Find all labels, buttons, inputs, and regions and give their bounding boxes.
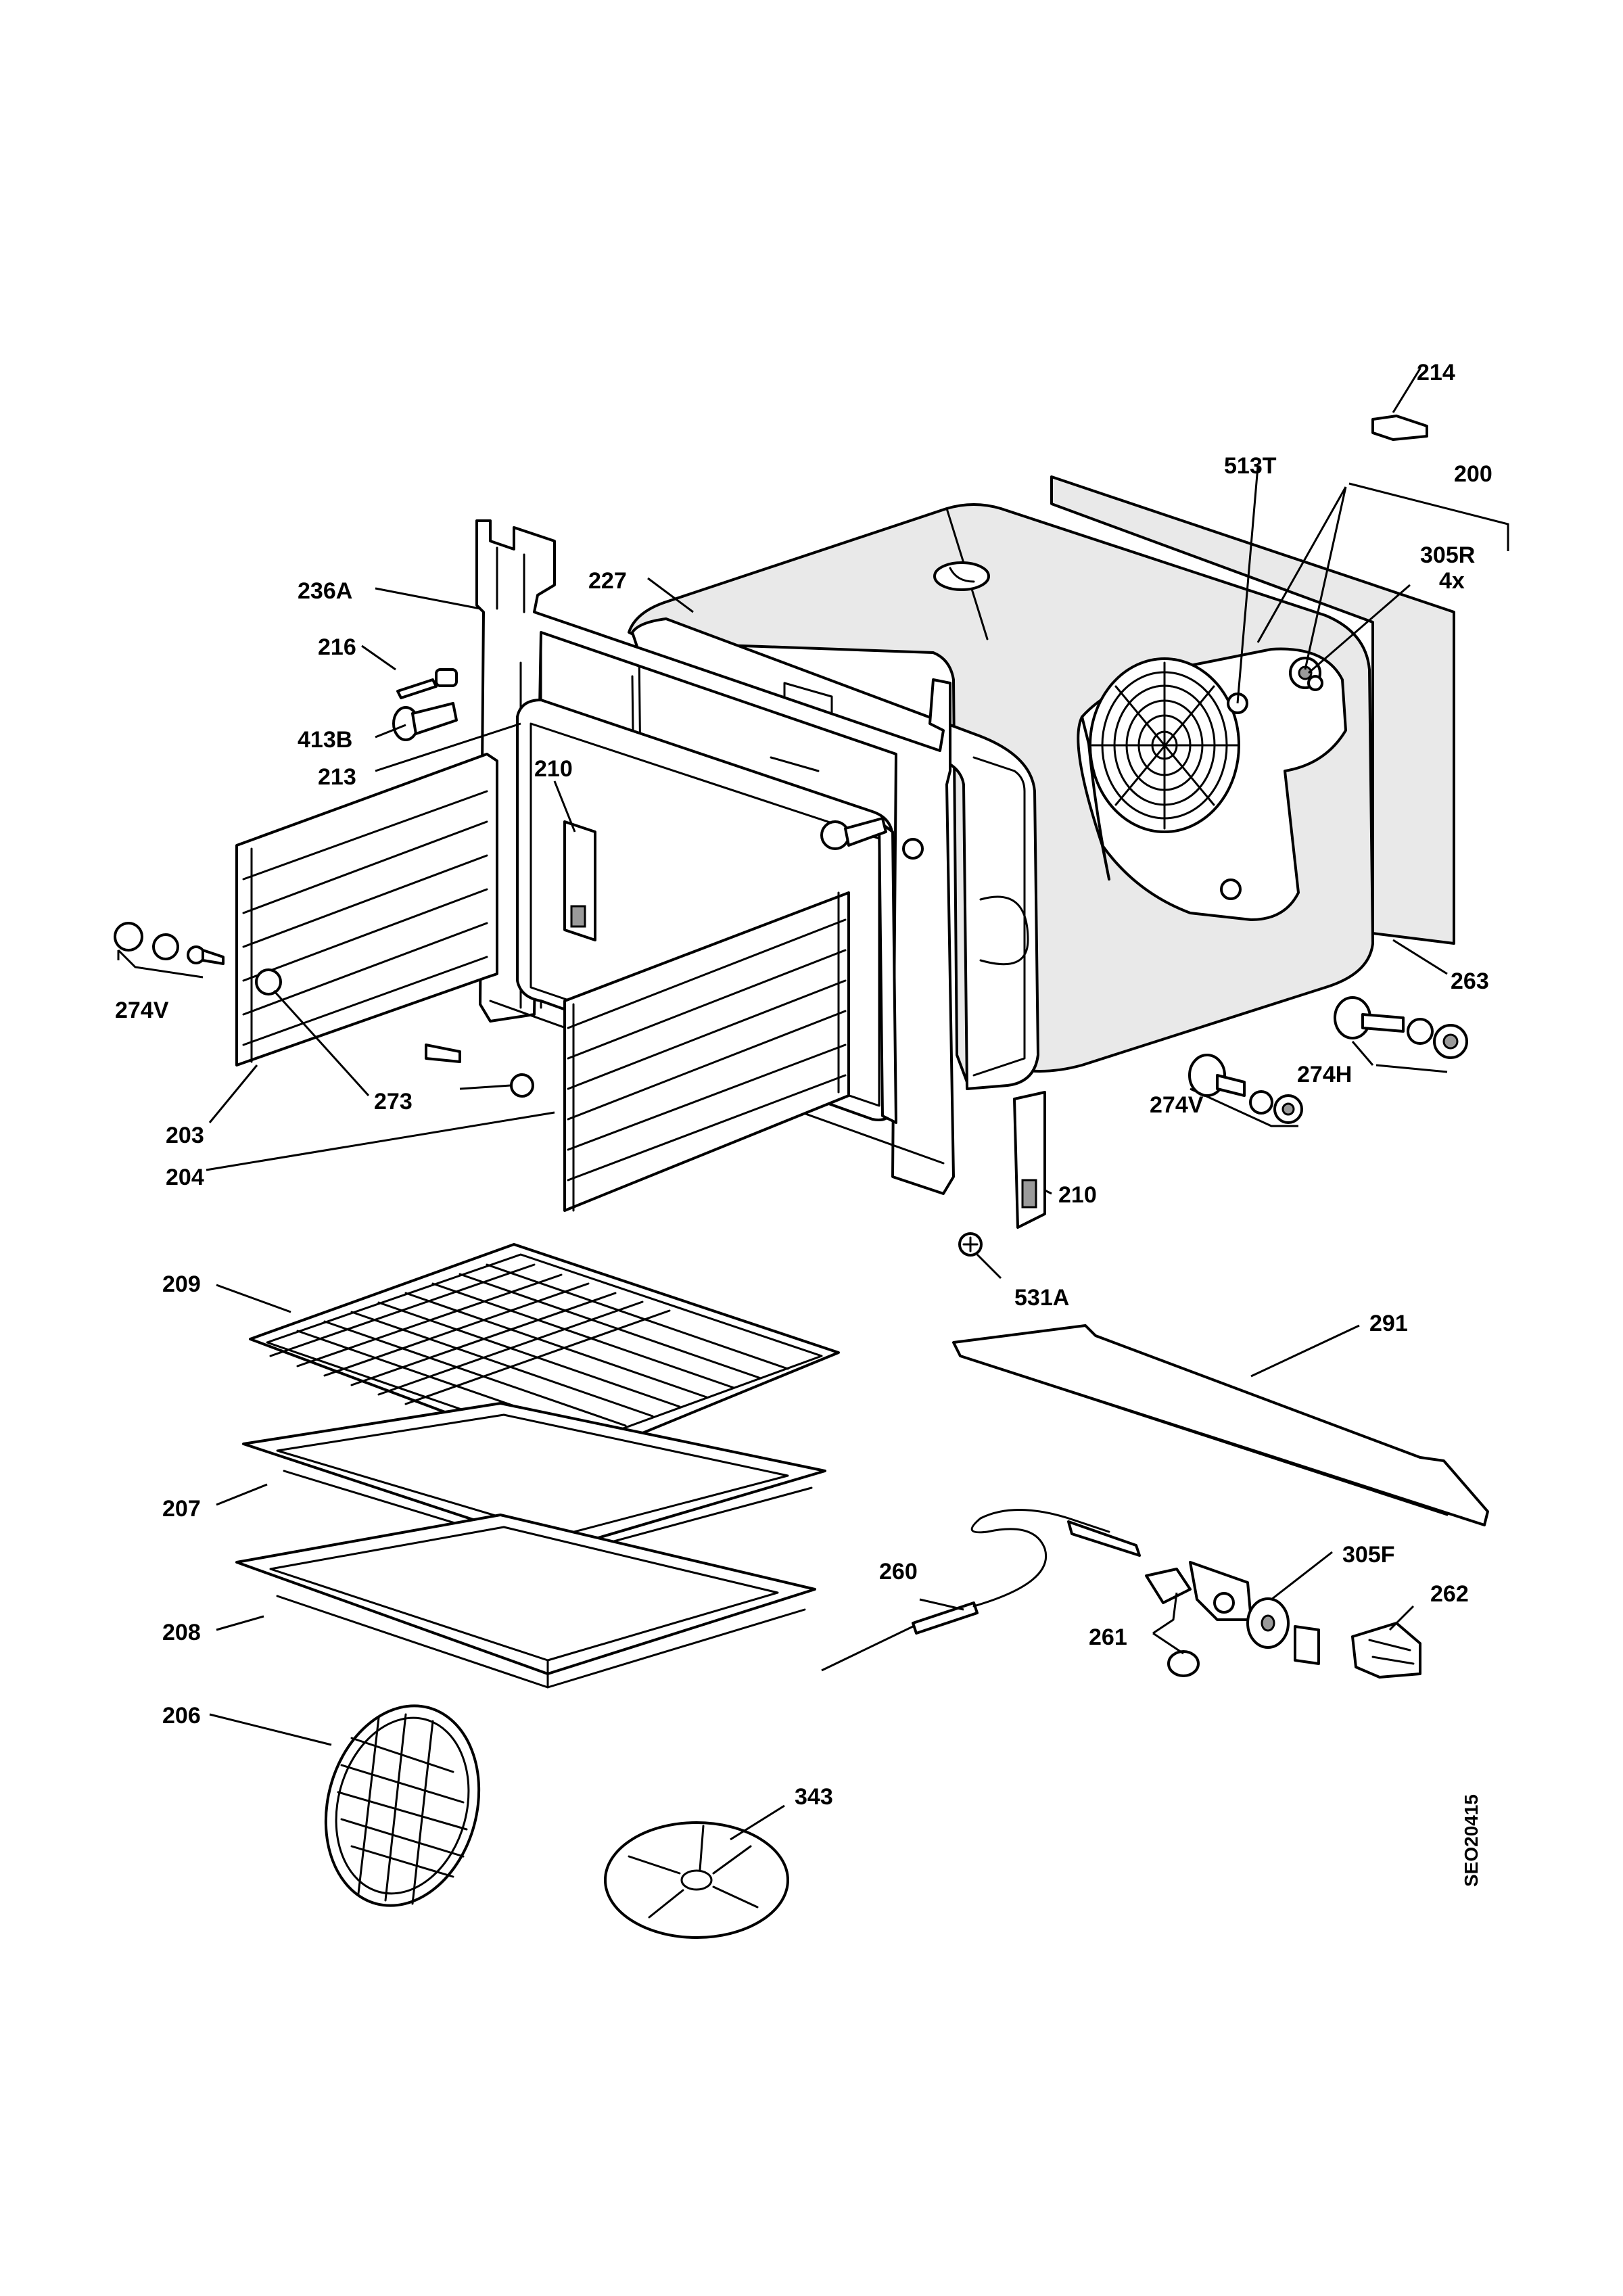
label-209: 209 (162, 1271, 201, 1297)
meat-probe-260 (821, 1509, 1141, 1672)
fixing-kit-274V-left (114, 922, 225, 965)
label-305F: 305F (1342, 1542, 1395, 1568)
label-513T: 513T (1224, 453, 1277, 479)
fan-cover-206 (324, 1704, 481, 1907)
label-216: 216 (318, 634, 356, 660)
label-413B: 413B (298, 727, 352, 753)
fan-grille (1089, 657, 1240, 833)
label-262: 262 (1430, 1581, 1469, 1607)
part-labels: 214 513T 200 305R 4x 227 236A 216 413B 2… (115, 360, 1492, 1887)
label-210-bottom: 210 (1058, 1182, 1097, 1208)
label-204: 204 (166, 1165, 204, 1190)
connector-262 (1351, 1622, 1421, 1679)
label-274V-right: 274V (1150, 1092, 1204, 1118)
fixing-kit-274V-right (1188, 1054, 1303, 1124)
screw-531A (958, 1232, 983, 1257)
deflector-343 (604, 1821, 789, 1939)
label-274H: 274H (1297, 1062, 1352, 1087)
screw-knob-cavity (820, 817, 924, 860)
knob-413B (392, 702, 458, 741)
lamp-cover-273 (425, 1044, 534, 1098)
label-291: 291 (1369, 1311, 1408, 1336)
label-213: 213 (318, 764, 356, 790)
label-210-top: 210 (534, 756, 573, 782)
label-236A: 236A (298, 578, 352, 604)
hinge-210-bottom (1013, 1091, 1046, 1229)
oven-cavity-227 (628, 475, 1455, 1090)
socket-parts-261 (1145, 1561, 1252, 1677)
label-200: 200 (1454, 461, 1492, 487)
label-305R-qty: 4x (1439, 568, 1465, 594)
label-214: 214 (1417, 360, 1455, 385)
clip-214 (1371, 415, 1428, 441)
label-260: 260 (879, 1559, 918, 1585)
label-263: 263 (1451, 968, 1489, 994)
label-261: 261 (1089, 1624, 1127, 1650)
baking-tray-207 (242, 1402, 826, 1557)
label-203: 203 (166, 1123, 204, 1148)
deep-tray-208 (235, 1514, 816, 1689)
rail-291 (952, 1324, 1489, 1526)
screws-216 (396, 668, 458, 699)
leader-lines (117, 368, 1509, 1841)
label-531A: 531A (1014, 1285, 1069, 1311)
shelf-support-204 (563, 891, 850, 1212)
fixing-kit-274H (1334, 996, 1468, 1059)
shelf-support-203 (235, 753, 498, 1067)
drawing-code: SEO20415 (1461, 1794, 1482, 1887)
label-207: 207 (162, 1496, 201, 1522)
label-273: 273 (374, 1089, 413, 1115)
washer-305F (1246, 1597, 1320, 1665)
label-274V-left: 274V (115, 998, 169, 1023)
label-206: 206 (162, 1703, 201, 1729)
label-208: 208 (162, 1620, 201, 1645)
hinge-210-top (563, 820, 596, 941)
label-343: 343 (795, 1784, 833, 1810)
label-305R: 305R (1420, 542, 1475, 568)
label-227: 227 (588, 568, 627, 594)
